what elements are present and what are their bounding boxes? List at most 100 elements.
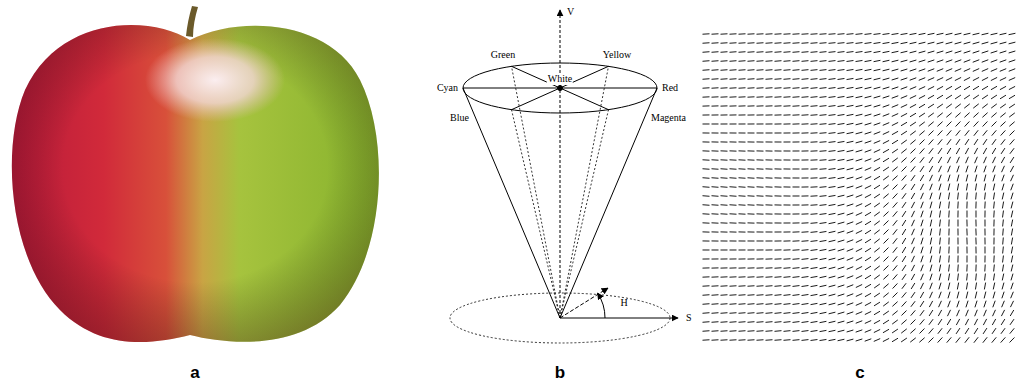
field-segment [811, 339, 818, 341]
field-segment [766, 267, 773, 268]
field-segment [991, 95, 997, 99]
field-segment [883, 185, 889, 189]
field-segment [964, 86, 970, 90]
field-segment [829, 60, 836, 62]
field-segment [784, 51, 791, 53]
field-segment [838, 177, 845, 178]
field-segment [766, 168, 773, 169]
field-segment [1002, 193, 1004, 200]
field-segment [793, 114, 800, 115]
field-segment [957, 202, 958, 209]
field-segment [838, 258, 845, 260]
field-segment [820, 321, 827, 322]
field-segment [892, 87, 899, 89]
field-segment [802, 186, 809, 187]
field-segment [838, 159, 845, 160]
field-segment [955, 95, 961, 99]
field-segment [901, 105, 907, 108]
field-segment [847, 33, 854, 35]
field-segment [730, 312, 737, 314]
field-segment [874, 302, 880, 306]
field-segment [793, 267, 800, 269]
field-segment [739, 78, 746, 80]
field-segment [929, 319, 933, 325]
field-segment [703, 312, 710, 314]
field-segment [991, 113, 996, 118]
field-segment [721, 330, 728, 332]
field-segment [929, 328, 934, 333]
field-segment [993, 193, 994, 200]
field-segment [974, 328, 978, 334]
field-segment [748, 321, 755, 323]
field-segment [847, 51, 854, 53]
field-segment [956, 148, 959, 154]
field-segment [748, 96, 755, 97]
field-segment [856, 257, 862, 260]
field-segment [892, 149, 898, 153]
field-segment [1011, 274, 1013, 281]
field-segment [984, 265, 985, 272]
field-segment [757, 339, 764, 341]
field-segment [838, 213, 845, 215]
field-segment [902, 238, 906, 244]
field-segment [947, 337, 952, 342]
field-segment [865, 257, 871, 261]
field-segment [921, 265, 924, 272]
field-segment [865, 177, 871, 180]
field-segment [991, 51, 998, 53]
field-segment [775, 42, 782, 44]
field-segment [721, 267, 728, 268]
field-segment [793, 60, 800, 62]
field-segment [1002, 283, 1004, 290]
field-segment [829, 150, 836, 152]
field-segment [883, 96, 890, 98]
field-segment [838, 339, 845, 341]
field-segment [829, 177, 836, 179]
field-segment [757, 168, 764, 169]
field-segment [892, 320, 898, 324]
field-segment [703, 114, 710, 115]
field-segment [865, 302, 871, 305]
field-segment [802, 330, 809, 332]
field-segment [920, 148, 925, 153]
field-segment [948, 256, 950, 263]
field-segment [865, 230, 871, 234]
field-segment [955, 113, 960, 118]
field-segment [929, 310, 933, 316]
field-segment [712, 186, 719, 188]
field-segment [948, 238, 949, 245]
field-segment [829, 276, 836, 278]
field-segment [721, 258, 728, 259]
field-segment [1000, 113, 1005, 117]
field-segment [775, 114, 782, 115]
field-segment [991, 86, 997, 89]
field-segment [948, 220, 949, 227]
field-segment [838, 267, 845, 269]
field-segment [847, 114, 854, 115]
field-segment [838, 285, 845, 287]
field-segment [712, 213, 719, 214]
field-segment [748, 195, 755, 196]
field-segment [964, 33, 971, 35]
field-segment [712, 240, 719, 241]
field-segment [847, 240, 854, 243]
field-segment [766, 69, 773, 71]
field-segment [703, 186, 710, 188]
field-segment [1000, 51, 1007, 53]
field-segment [939, 283, 941, 290]
field-segment [892, 96, 899, 98]
field-segment [955, 33, 962, 35]
field-segment [703, 231, 710, 232]
field-segment [948, 202, 950, 209]
field-segment [793, 240, 800, 241]
field-segment [802, 78, 809, 80]
field-segment [982, 77, 988, 80]
field-segment [874, 167, 880, 170]
field-segment [712, 105, 719, 106]
axis-label: H [620, 297, 627, 309]
field-segment [757, 285, 764, 287]
field-segment [993, 175, 995, 182]
field-segment [911, 265, 914, 271]
field-segment [955, 51, 962, 53]
field-segment [1009, 33, 1016, 34]
